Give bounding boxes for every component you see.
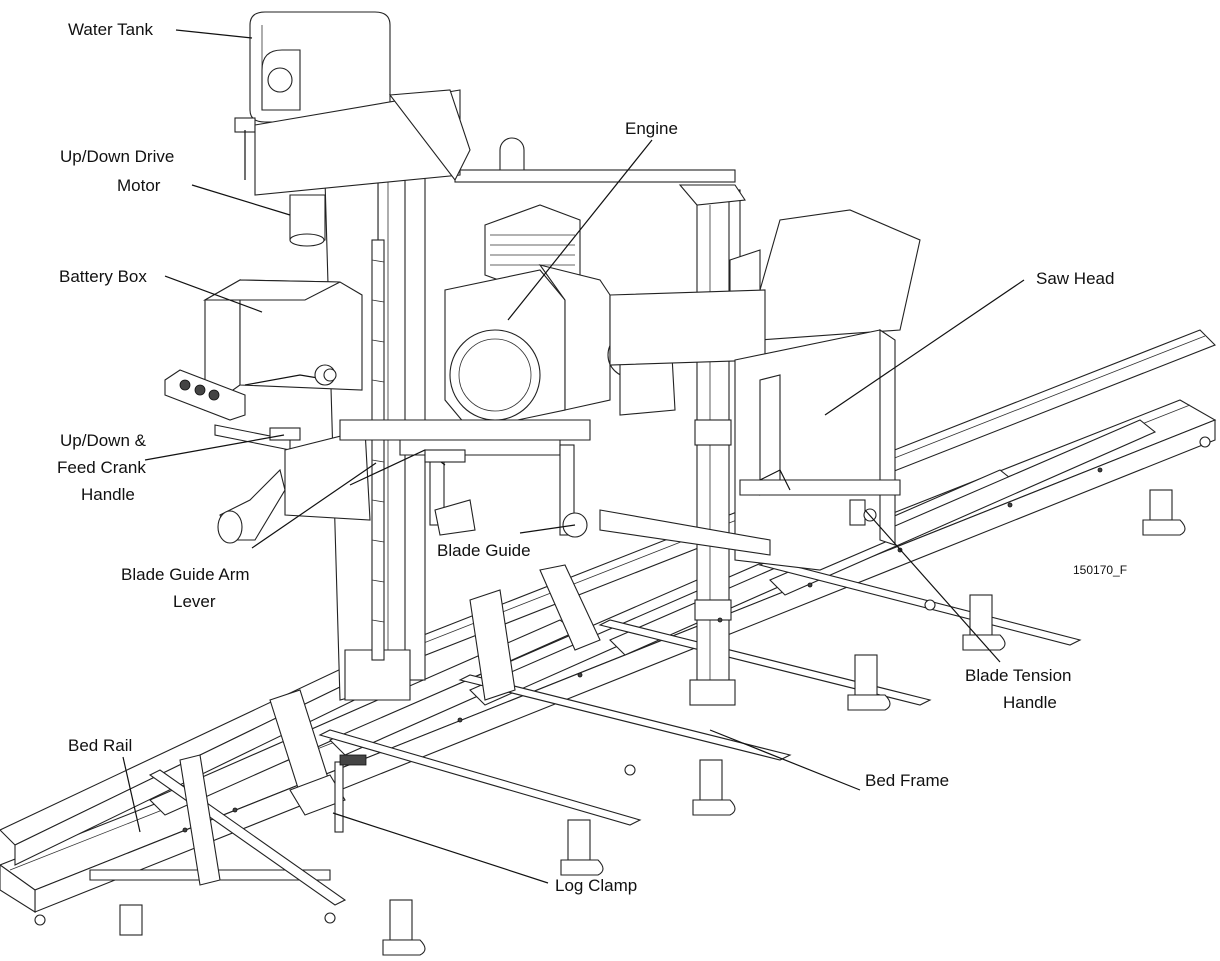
label-blade-tension-handle-line1: Blade Tension (965, 666, 1072, 685)
label-water-tank: Water Tank (68, 20, 154, 39)
bed-frame-legs (119, 489, 1186, 956)
leader-blade-tension-handle (864, 509, 1001, 663)
label-blade-guide-arm-lever-line1: Blade Guide Arm (121, 565, 250, 584)
water-tank (234, 11, 391, 180)
callout-labels: Water Tank Up/Down Drive Motor Engine Ba… (57, 20, 1127, 895)
label-crank-handle-line2: Feed Crank (57, 458, 146, 477)
crank-handle (244, 364, 337, 441)
leader-blade-guide-arm-lever (251, 462, 377, 549)
label-blade-guide-arm-lever-line2: Lever (173, 592, 216, 611)
lower-housing (284, 429, 371, 521)
leader-bed-frame (709, 729, 861, 791)
control-panel (164, 369, 291, 451)
leader-blade-guide (519, 524, 576, 534)
leader-crank-handle (144, 434, 285, 461)
up-down-drive-motor (289, 194, 326, 247)
discharge-chute (217, 468, 286, 544)
upper-drive-housing (254, 89, 471, 196)
rail-fasteners (34, 436, 1211, 926)
label-log-clamp: Log Clamp (555, 876, 637, 895)
mast-spring (371, 239, 385, 661)
leader-water-tank (175, 29, 253, 39)
figure-id: 150170_F (1073, 563, 1127, 577)
label-battery-box: Battery Box (59, 267, 147, 286)
label-bed-rail: Bed Rail (68, 736, 132, 755)
label-blade-tension-handle-line2: Handle (1003, 693, 1057, 712)
label-up-down-drive-motor-line1: Up/Down Drive (60, 147, 174, 166)
sawmill-illustration (0, 11, 1217, 956)
label-engine: Engine (625, 119, 678, 138)
leader-saw-head (824, 279, 1025, 416)
leader-lines (122, 29, 1025, 884)
label-crank-handle-line3: Handle (81, 485, 135, 504)
leader-engine (507, 139, 653, 321)
label-bed-frame: Bed Frame (865, 771, 949, 790)
engine (444, 204, 676, 431)
blade-guide-arm (339, 419, 901, 556)
label-saw-head: Saw Head (1036, 269, 1114, 288)
label-crank-handle-line1: Up/Down & (60, 431, 147, 450)
log-clamp-assembly (179, 564, 601, 886)
leader-up-down-drive-motor (191, 184, 291, 216)
battery-box (202, 279, 363, 412)
label-blade-guide: Blade Guide (437, 541, 531, 560)
label-up-down-drive-motor-line2: Motor (117, 176, 161, 195)
leader-battery-box (164, 275, 263, 313)
post-brackets (694, 419, 732, 621)
blade-guide-arm-lever (349, 449, 466, 486)
leader-log-clamp (332, 812, 549, 884)
leader-bed-rail (122, 756, 141, 833)
